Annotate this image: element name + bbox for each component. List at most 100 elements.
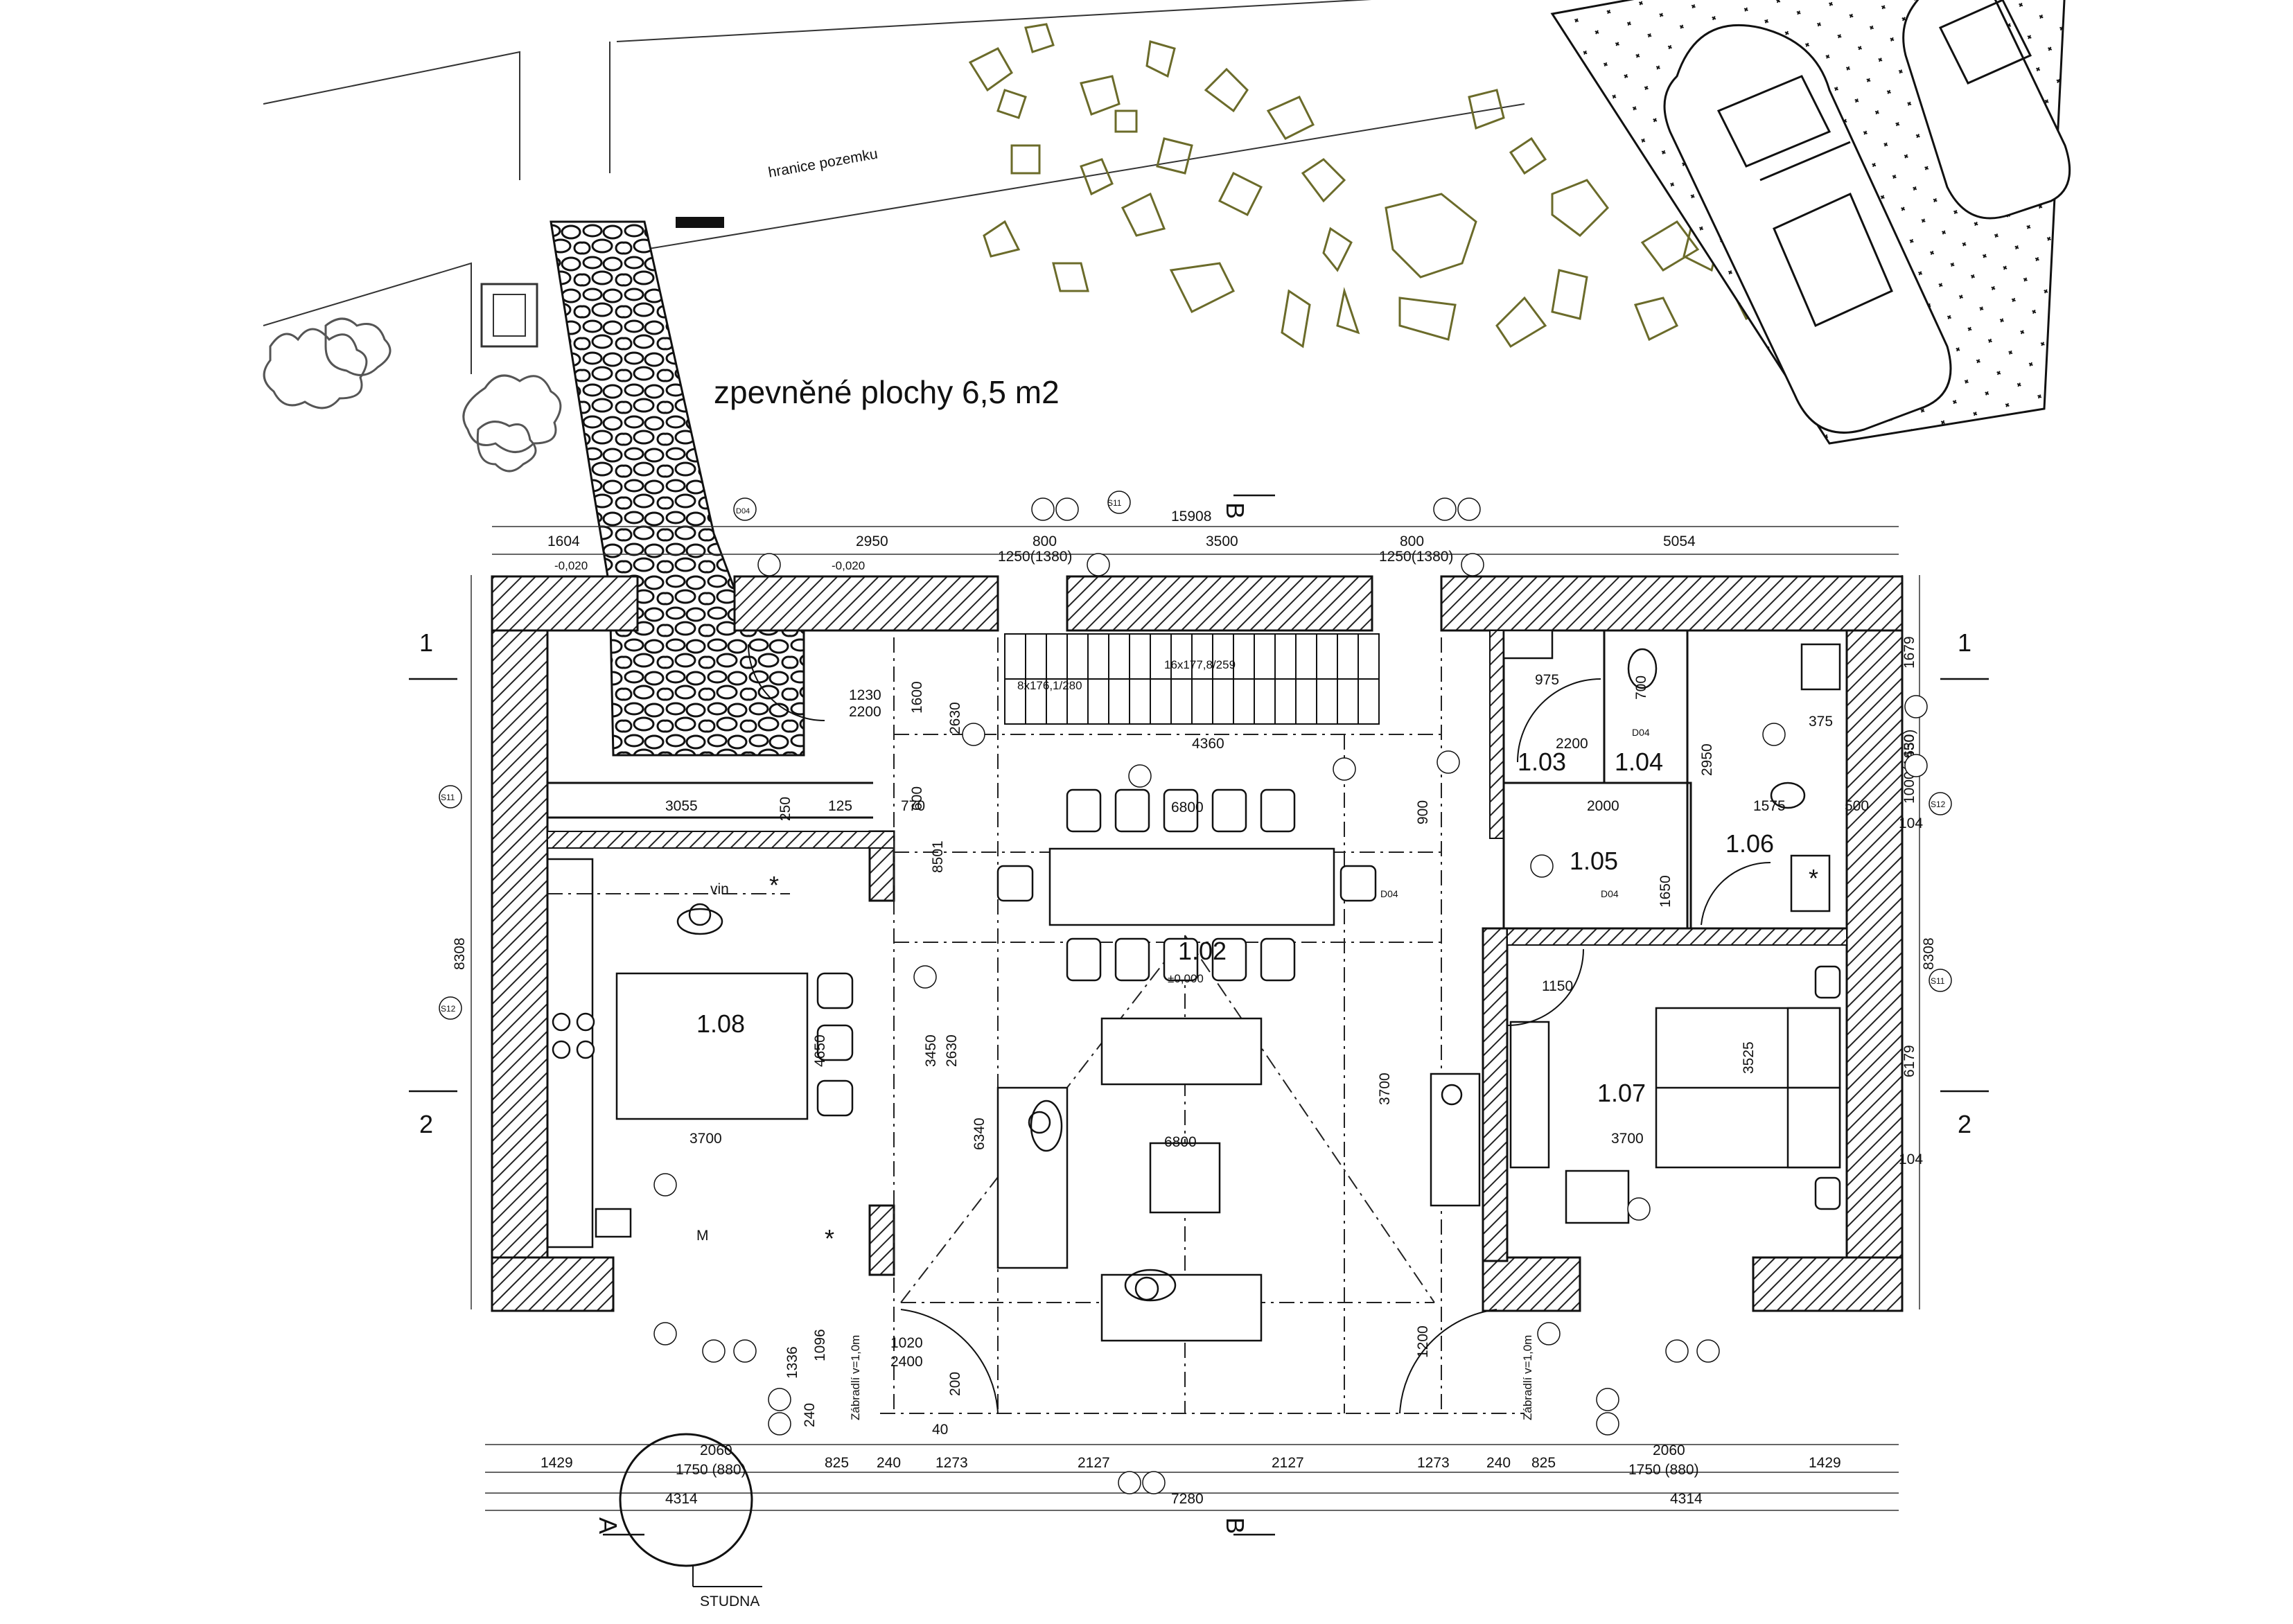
svg-text:900: 900 [1415,800,1431,824]
svg-text:1020: 1020 [890,1335,923,1351]
section-marker-a-bottom: A [594,1517,622,1534]
site-context [263,0,1525,374]
svg-text:104: 104 [1899,815,1923,831]
stair-steps-upper: 16x177,8/259 [1164,658,1236,671]
desk [1565,1170,1630,1224]
svg-text:1150: 1150 [1542,978,1573,994]
toilet-icon [1627,648,1658,689]
svg-text:D04: D04 [736,507,750,515]
sink-icon [595,1208,632,1238]
sofa-south [1100,1273,1263,1342]
svg-text:D04: D04 [1632,727,1650,738]
wall-north-3 [1066,575,1373,632]
top-dim: 800 [1400,533,1424,549]
svg-text:240: 240 [1486,1455,1511,1471]
svg-text:600: 600 [909,786,925,811]
washer-icon [1502,629,1554,660]
svg-text:S11: S11 [1107,498,1122,508]
level-outside-2: -0,020 [832,559,865,572]
svg-text:1429: 1429 [541,1455,573,1471]
svg-text:200: 200 [947,1372,963,1396]
dining-table [996,788,1377,982]
well-label: STUDNA [700,1594,759,1609]
svg-text:825: 825 [1531,1455,1556,1471]
top-dim: 5054 [1663,533,1696,549]
room-label-1-07: 1.07 [1597,1079,1646,1107]
svg-text:3450: 3450 [923,1034,939,1067]
svg-text:2950: 2950 [1699,743,1715,776]
top-dim: 1250(1380) [1379,549,1453,565]
interior-partitions [547,629,1848,930]
svg-text:7280: 7280 [1171,1491,1204,1507]
section-marker-b-top: B [1221,502,1249,519]
bottom-dimension-labels: 1429 825 240 1273 2127 2127 1273 240 825… [541,1442,1841,1507]
svg-text:3700: 3700 [689,1131,722,1147]
svg-text:1200: 1200 [1415,1325,1431,1358]
section-marker-1-left: 1 [419,628,433,657]
svg-text:770: 770 [901,798,925,814]
svg-text:240: 240 [802,1403,818,1427]
bath-wall [1489,630,1504,839]
interior-dimension-labels: 3700 4650 6800 6800 3450 2630 6340 3700 … [665,672,1869,1438]
kitchen-pillar-2 [868,1204,895,1276]
wardrobe [1509,1021,1550,1169]
wall-east [1845,575,1904,1312]
svg-text:2400: 2400 [890,1354,923,1370]
svg-text:1273: 1273 [935,1455,968,1471]
kitchen-m-label: M [696,1228,709,1244]
railing-label-west: Zábradlí v=1,0m [849,1335,862,1420]
svg-text:S11: S11 [1931,976,1945,986]
svg-text:700: 700 [1633,676,1649,700]
star-label-1: * [769,871,779,899]
star-label-2: * [825,1224,834,1253]
overall-width-left: 8308 [452,937,468,970]
person-icons [676,903,1177,1302]
plot-line-left [263,51,520,180]
kitchen-north-wall [547,831,895,849]
svg-text:1650: 1650 [1658,875,1673,908]
coffee-table [1149,1142,1221,1214]
svg-text:2000: 2000 [1587,798,1619,814]
svg-text:8501: 8501 [930,840,946,873]
svg-text:450: 450 [1901,734,1917,759]
svg-text:104: 104 [1899,1151,1923,1167]
svg-text:975: 975 [1535,672,1559,688]
well-circle [619,1433,753,1567]
svg-text:1600: 1600 [909,681,925,714]
svg-text:375: 375 [1809,714,1833,730]
section-marker-1-right: 1 [1958,628,1971,657]
bedroom-wall [1482,927,1509,1262]
svg-text:D04: D04 [1380,888,1398,899]
plot-line-top [616,0,1372,42]
svg-text:4360: 4360 [1192,736,1224,752]
section-marker-2-right: 2 [1958,1110,1971,1138]
staircase [1004,633,1380,725]
top-dim: 1604 [547,533,580,549]
kitchen-island [615,972,809,1120]
wall-west [491,575,549,1312]
bath-fixtures [1502,629,1841,912]
top-dim: 800 [1033,533,1057,549]
svg-text:1336: 1336 [784,1346,800,1379]
wall-north-4 [1440,575,1904,632]
svg-text:2200: 2200 [1556,736,1588,752]
level-outside-1: -0,020 [554,559,588,572]
svg-text:825: 825 [825,1455,849,1471]
well-cover-icon [480,283,538,348]
wall-south-1 [491,1256,615,1312]
mailbox-icon [676,217,724,228]
svg-text:40: 40 [932,1422,948,1438]
svg-text:4314: 4314 [665,1491,698,1507]
svg-text:1575: 1575 [1753,798,1786,814]
star-label-3: * [1809,864,1818,892]
paved-area-label: zpevněné plochy 6,5 m2 [714,374,1060,410]
svg-text:4650: 4650 [812,1034,828,1067]
top-dim: 2950 [856,533,888,549]
washbasin-icon [1800,643,1841,691]
svg-text:6800: 6800 [1164,1134,1197,1150]
room-label-1-04: 1.04 [1615,748,1663,776]
svg-text:2127: 2127 [1272,1455,1304,1471]
room-label-1-05: 1.05 [1570,847,1618,875]
svg-text:1429: 1429 [1809,1455,1841,1471]
